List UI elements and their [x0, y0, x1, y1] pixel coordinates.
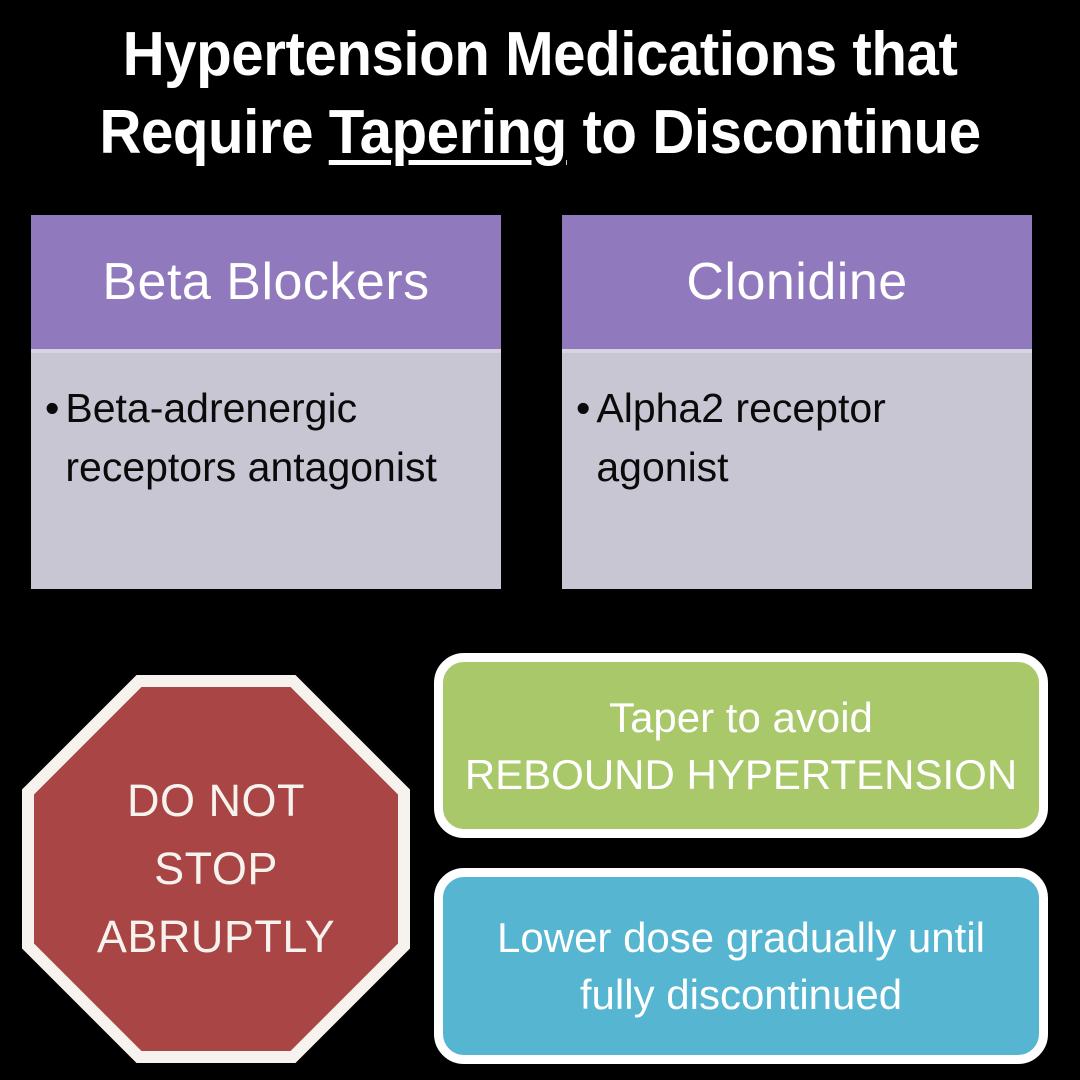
callout-lower-dose: Lower dose gradually until fully discont…	[434, 868, 1048, 1064]
card-beta-blockers: Beta Blockers • Beta-adrenergic receptor…	[31, 215, 501, 589]
bullet-icon: •	[576, 385, 591, 431]
card-beta-blockers-bullet-text: Beta-adrenergic receptors antagonist	[65, 385, 437, 491]
octagon-icon	[22, 675, 410, 1063]
callout-taper-rebound-text: Taper to avoid REBOUND HYPERTENSION	[465, 689, 1017, 803]
callout-taper-rebound: Taper to avoid REBOUND HYPERTENSION	[434, 653, 1048, 838]
callout-lower-dose-text: Lower dose gradually until fully discont…	[497, 909, 985, 1023]
title-underlined-word: Tapering	[328, 98, 567, 167]
title-line-2-prefix: Require	[99, 98, 329, 167]
bullet-icon: •	[45, 385, 60, 431]
page-title: Hypertension Medications that Require Ta…	[32, 16, 1047, 172]
list-item: • Alpha2 receptor agonist	[576, 379, 1018, 498]
card-clonidine-divider	[562, 349, 1032, 353]
callout-taper-rebound-line-2: REBOUND HYPERTENSION	[464, 750, 1018, 798]
list-item: • Beta-adrenergic receptors antagonist	[45, 379, 487, 498]
title-line-2: Require Tapering to Discontinue	[32, 94, 1047, 172]
stop-sign-octagon: DO NOT STOP ABRUPTLY	[22, 675, 410, 1063]
card-beta-blockers-header: Beta Blockers	[31, 215, 501, 349]
card-clonidine-bullet-text: Alpha2 receptor agonist	[596, 385, 886, 491]
card-beta-blockers-body: • Beta-adrenergic receptors antagonist	[31, 353, 501, 589]
callout-lower-dose-line-2: fully discontinued	[579, 971, 903, 1018]
callout-lower-dose-line-1: Lower dose gradually until	[497, 914, 985, 961]
card-clonidine-header: Clonidine	[562, 215, 1032, 349]
callout-taper-rebound-line-1: Taper to avoid	[609, 693, 873, 741]
title-line-1: Hypertension Medications that	[122, 20, 958, 89]
title-line-2-suffix: to Discontinue	[566, 98, 981, 167]
card-clonidine-body: • Alpha2 receptor agonist	[562, 353, 1032, 589]
card-clonidine: Clonidine • Alpha2 receptor agonist	[562, 215, 1032, 589]
card-beta-blockers-divider	[31, 349, 501, 353]
